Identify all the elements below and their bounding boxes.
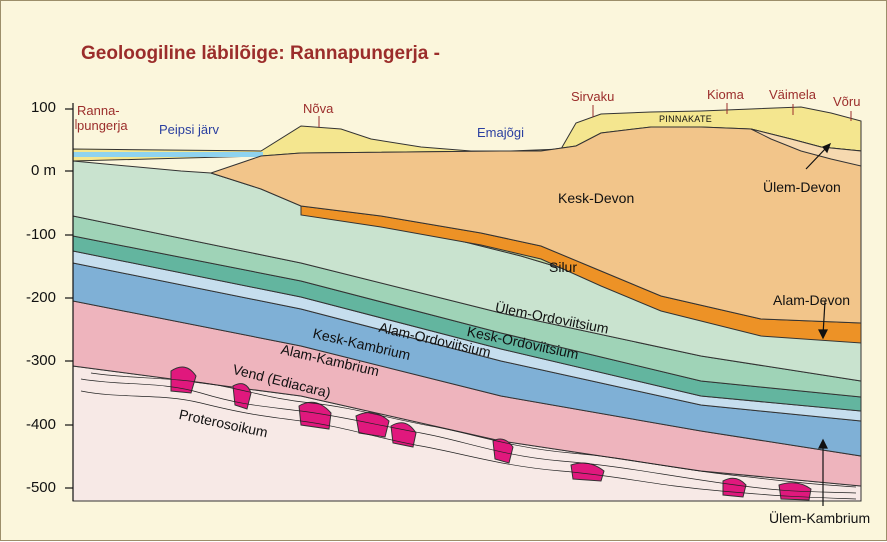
- place-voru: Võru: [833, 94, 860, 109]
- y-tick-100: 100: [31, 99, 56, 116]
- y-tick-minus-500: -500: [26, 479, 56, 496]
- y-tick-0: 0 m: [31, 162, 56, 179]
- label-ulem-devon: Ülem-Devon: [763, 179, 841, 195]
- place-rannapungerja-line2: pungerja: [77, 118, 128, 133]
- depth-axis: [65, 103, 73, 501]
- y-tick-minus-100: -100: [26, 226, 56, 243]
- place-nova: Nõva: [303, 101, 333, 116]
- y-tick-minus-200: -200: [26, 289, 56, 306]
- label-alam-devon: Alam-Devon: [773, 292, 850, 308]
- place-sirvaku: Sirvaku: [571, 89, 614, 104]
- page-title: Geoloogiline läbilõige: Rannapungerja -: [81, 43, 440, 65]
- peipsi-water: [73, 152, 263, 157]
- place-rannapungerja-line1: Ranna-: [77, 103, 120, 118]
- label-ulem-kambrium: Ülem-Kambrium: [769, 510, 870, 526]
- y-tick-minus-400: -400: [26, 416, 56, 433]
- place-kioma: Kioma: [707, 87, 744, 102]
- label-silur: Silur: [549, 259, 577, 275]
- label-pinnakate: PINNAKATE: [659, 114, 712, 124]
- label-emajogi: Emajõgi: [477, 125, 524, 140]
- label-peipsi-jarv: Peipsi järv: [159, 122, 219, 137]
- place-vaimela: Väimela: [769, 87, 816, 102]
- y-tick-minus-300: -300: [26, 352, 56, 369]
- label-kesk-devon: Kesk-Devon: [558, 190, 634, 206]
